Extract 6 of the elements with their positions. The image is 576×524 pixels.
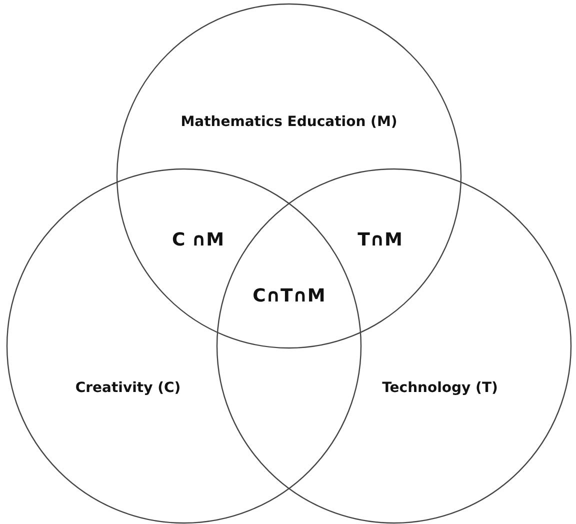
set-label: Creativity (C) <box>75 380 181 396</box>
intersection-label: C∩T∩M <box>252 286 326 306</box>
set-label: Technology (T) <box>382 380 498 396</box>
set-label: Mathematics Education (M) <box>180 114 398 130</box>
intersection-label: C ∩M <box>172 230 224 250</box>
intersection-label: T∩M <box>358 230 402 250</box>
